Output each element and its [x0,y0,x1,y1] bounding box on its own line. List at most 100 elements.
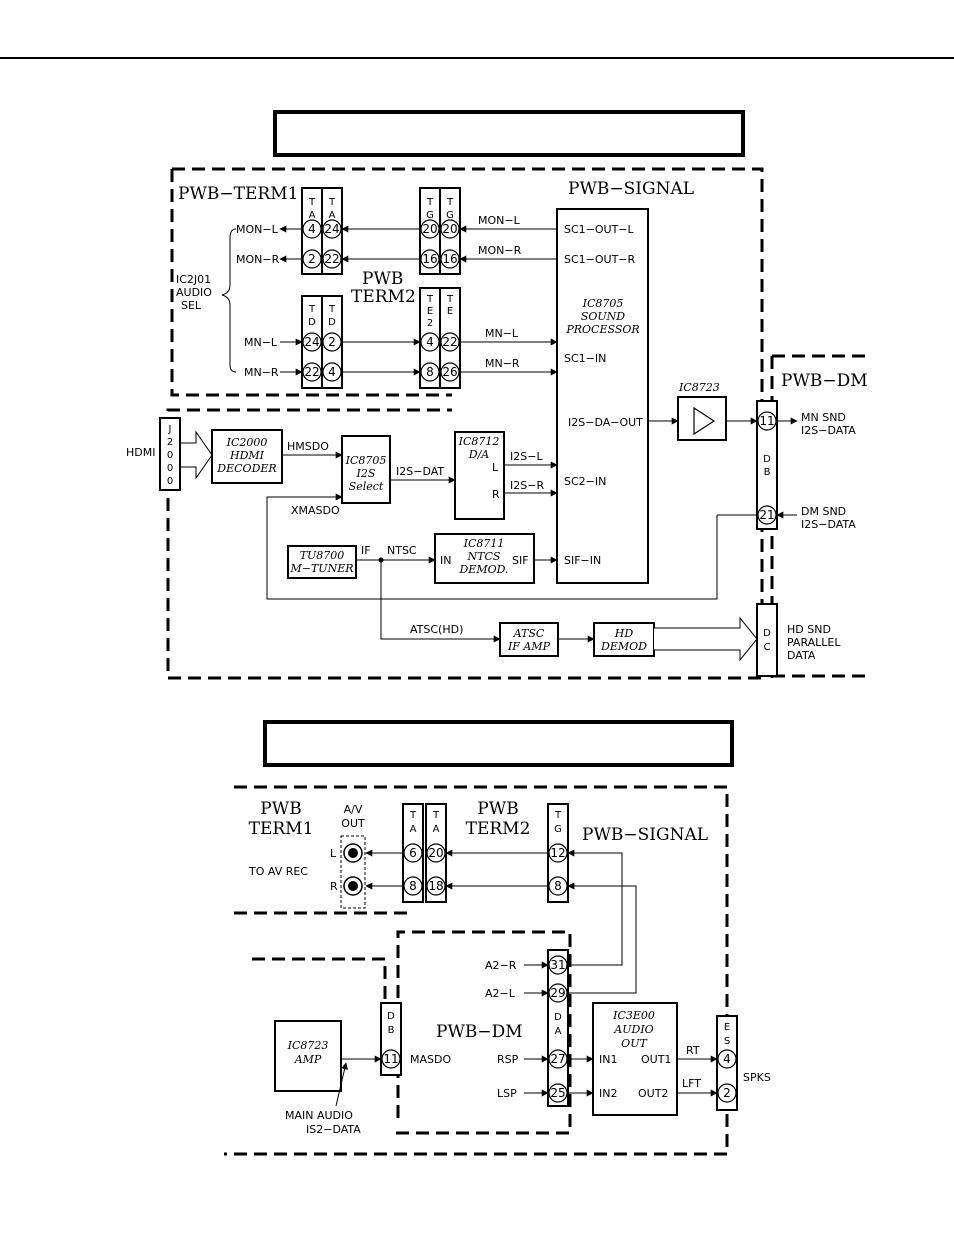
sig-hmsdo: HMSDO [287,440,329,453]
svg-text:16: 16 [422,252,437,266]
svg-text:T: T [308,304,316,315]
ic8712-line1: IC8712 [458,435,500,448]
hdmi-bus-arrow [181,430,213,480]
connector-tg1-top: T G 20 16 [419,187,441,275]
sig-mn-snd-1: MN SND [801,411,846,424]
sig-lsp: LSP [497,1087,517,1100]
b-dm-left-outline [252,957,387,1000]
svg-text:20: 20 [422,222,437,236]
pin-sif-in: SIF−IN [564,554,601,567]
hd-demod-box [593,622,655,657]
connector-te2: T E 2 4 8 [419,287,441,389]
term1-outline [170,169,452,397]
svg-text:4: 4 [308,222,316,236]
bottom-title-box [263,720,734,767]
svg-text:16: 16 [442,252,457,266]
svg-text:T: T [308,197,316,208]
b-signal-outline [224,785,729,1156]
ic2000-line3: DECODER [216,462,276,475]
svg-text:2: 2 [328,335,336,349]
sig-mon-r-left: MON−R [236,253,280,266]
svg-text:4: 4 [426,335,434,349]
ic8705i2s-line2: I2S [356,467,376,480]
pin-sc1-out-l: SC1−OUT−L [564,223,635,236]
ic2000-line1: IC2000 [226,436,268,449]
ic2000-line2: HDMI [229,449,265,462]
svg-text:0: 0 [167,450,173,461]
sig-a2-r: A2−R [485,959,517,972]
sig-rt: RT [686,1044,700,1057]
b-board-signal: PWB−SIGNAL [582,825,708,845]
ic8711-line1: IC8711 [463,537,505,550]
svg-text:2: 2 [427,318,433,329]
svg-text:D: D [763,628,771,639]
pin-i2s-da-out: I2S−DA−OUT [568,416,643,429]
sig-mon-r-right: MON−R [478,244,522,257]
ic8705-sound-processor [556,208,649,584]
atsc-if-amp-box [499,622,559,657]
b-main-audio-pointer [335,1062,348,1107]
sig-mn-snd-2: I2S−DATA [801,424,856,437]
svg-text:20: 20 [442,222,457,236]
sig-masdo: MASDO [410,1053,451,1066]
sig-in1: IN1 [599,1053,617,1066]
board-dm: PWB−DM [781,371,868,391]
svg-text:G: G [426,210,434,221]
connector-j2000: J 2 0 0 0 [159,417,181,491]
sig-out: OUT [341,817,365,830]
sig-rsp: RSP [497,1053,519,1066]
connector-ta2-top: T A 24 22 [321,187,343,275]
board-term2-line1: PWB [362,269,403,289]
sig-hdmi: HDMI [126,446,155,459]
svg-text:A: A [410,824,417,835]
tu8700-line1: TU8700 [300,549,345,562]
b-board-term1-2: TERM1 [249,819,314,839]
connector-ta1-top: T A 4 2 [301,187,323,275]
ic8712-box [454,431,505,520]
ic2j01-line3: SEL [181,299,202,312]
svg-text:0: 0 [167,476,173,487]
svg-text:D: D [308,317,316,328]
svg-text:24: 24 [304,335,319,349]
ic8711-line2: NTCS [467,550,501,563]
svg-text:T: T [426,197,434,208]
sig-ntsc: NTSC [387,544,417,557]
ic2j01-line2: AUDIO [176,286,212,299]
connector-td2: T D 2 4 [321,295,343,389]
svg-text:S: S [724,1036,730,1047]
svg-text:21: 21 [759,508,774,522]
connector-tg2-top: T G 20 16 [439,187,461,275]
svg-text:T: T [409,810,417,821]
svg-text:A: A [433,824,440,835]
b-ic8723-line1: IC8723 [287,1039,329,1052]
sig-hd-snd-2: PARALLEL [787,636,841,649]
board-term1: PWB−TERM1 [178,184,298,204]
ic8711-line3: DEMOD. [458,563,508,576]
sig-lft: LFT [682,1077,701,1090]
sig-spks: SPKS [743,1071,771,1084]
svg-text:A: A [329,210,336,221]
ic8712-line2: D/A [468,448,490,461]
svg-text:T: T [554,810,562,821]
svg-text:D: D [328,317,336,328]
b-connector-ta2: T A 20 18 [425,803,447,903]
sig-ic8711-in: IN [440,554,451,567]
hd-bus-arrow [654,616,758,662]
sig-if: IF [361,544,371,557]
svg-text:31: 31 [550,958,565,972]
svg-text:D: D [387,1011,395,1022]
svg-text:T: T [432,810,440,821]
svg-text:20: 20 [428,846,443,860]
svg-text:8: 8 [554,879,562,893]
sig-xmasdo: XMASDO [291,504,340,517]
svg-text:24: 24 [324,222,339,236]
board-term2-line2: TERM2 [351,287,416,307]
svg-text:6: 6 [409,846,417,860]
sig-ic8711-sif: SIF [512,554,529,567]
wire-xmasdo-loop [266,493,718,600]
atsc-if-line2: IF AMP [507,640,551,653]
b-connector-ta1: T A 6 8 [402,803,424,903]
svg-text:J: J [168,424,172,435]
svg-text:12: 12 [550,846,565,860]
